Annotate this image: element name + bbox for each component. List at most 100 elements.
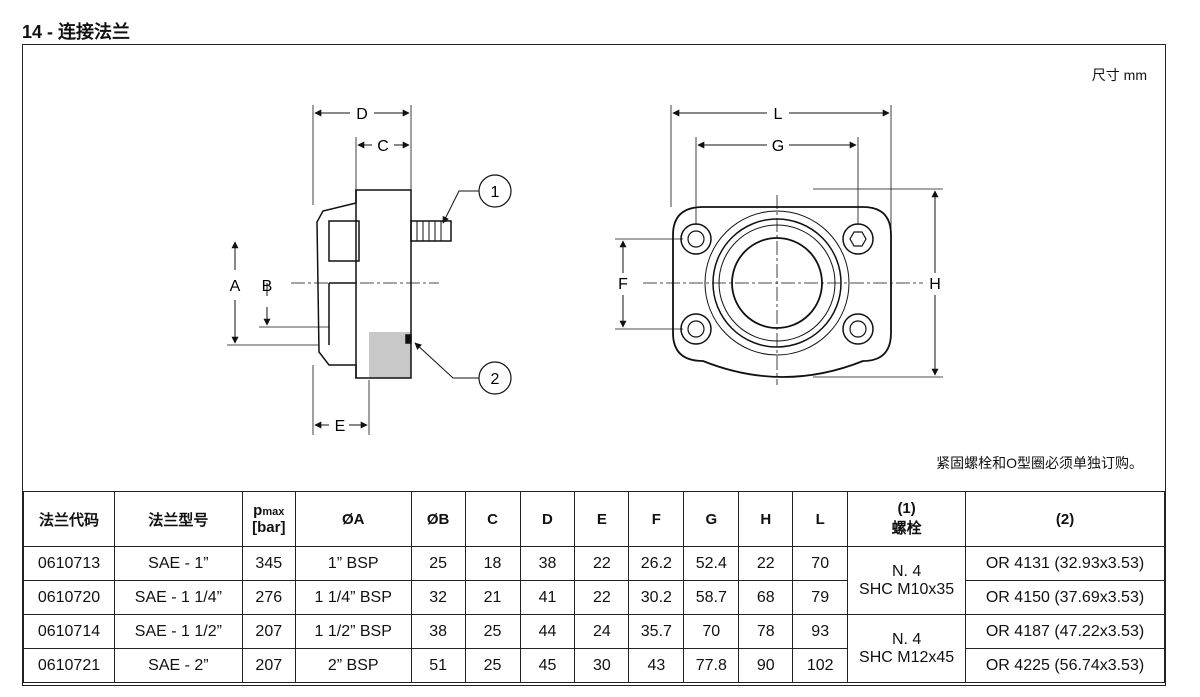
callout-2-label: 2 bbox=[491, 371, 500, 388]
header-oring: (2) bbox=[965, 491, 1165, 547]
header-l: L bbox=[792, 491, 849, 547]
figure-frame: 尺寸 mm bbox=[22, 44, 1166, 686]
cell-l: 93 bbox=[792, 614, 849, 649]
pmax-symbol: p bbox=[253, 502, 263, 519]
cell-oa: 2” BSP bbox=[294, 648, 412, 683]
header-code: 法兰代码 bbox=[23, 491, 115, 547]
cell-code: 0610721 bbox=[23, 648, 115, 683]
pmax-unit: [bar] bbox=[252, 519, 286, 536]
cell-h: 78 bbox=[738, 614, 794, 649]
cell-c: 21 bbox=[464, 580, 521, 615]
cell-g: 70 bbox=[683, 614, 740, 649]
dim-label-G: G bbox=[772, 138, 784, 155]
header-h: H bbox=[738, 491, 794, 547]
cell-oring: OR 4150 (37.69x3.53) bbox=[965, 580, 1165, 615]
header-e: E bbox=[574, 491, 630, 547]
bolt-hole-bottom-left bbox=[680, 313, 712, 345]
header-pmax: pmax [bar] bbox=[241, 491, 296, 547]
header-bolts: (1) 螺栓 bbox=[847, 491, 967, 547]
dim-label-C: C bbox=[377, 138, 389, 155]
cell-l: 70 bbox=[792, 546, 849, 581]
dim-label-A: A bbox=[230, 278, 241, 295]
flange-spec-table: 法兰代码 法兰型号 pmax [bar] ØA ØB C D E F G H L… bbox=[23, 491, 1165, 683]
flange-body-outline bbox=[316, 189, 412, 379]
cell-d: 41 bbox=[519, 580, 576, 615]
table-row: 0610714 SAE - 1 1/2” 207 1 1/2” BSP 38 2… bbox=[23, 614, 1165, 683]
cell-oring: OR 4225 (56.74x3.53) bbox=[965, 648, 1165, 683]
bolt-pocket bbox=[328, 220, 360, 262]
dim-label-D: D bbox=[356, 106, 368, 123]
cell-g: 77.8 bbox=[683, 648, 740, 683]
bolt-shank bbox=[410, 220, 452, 242]
front-view bbox=[615, 105, 943, 385]
header-ob: ØB bbox=[410, 491, 466, 547]
cell-model: SAE - 1” bbox=[113, 546, 243, 581]
header-f: F bbox=[628, 491, 685, 547]
bolts-label: 螺栓 bbox=[891, 520, 922, 537]
technical-drawing: 尺寸 mm bbox=[23, 45, 1165, 491]
cell-c: 18 bbox=[464, 546, 521, 581]
cell-model: SAE - 1 1/4” bbox=[113, 580, 243, 615]
dim-label-L: L bbox=[774, 106, 783, 123]
bolt-hole-top-left bbox=[680, 223, 712, 255]
section-title: 连接法兰 bbox=[58, 22, 131, 42]
cell-e: 30 bbox=[574, 648, 630, 683]
cell-pmax: 207 bbox=[241, 614, 296, 649]
cell-oring: OR 4131 (32.93x3.53) bbox=[965, 546, 1165, 581]
side-view bbox=[227, 105, 512, 435]
cell-oa: 1 1/4” BSP bbox=[294, 580, 412, 615]
cell-f: 43 bbox=[628, 648, 685, 683]
section-heading: 14 - 连接法兰 bbox=[22, 18, 130, 44]
header-model: 法兰型号 bbox=[113, 491, 243, 547]
cell-f: 26.2 bbox=[628, 546, 685, 581]
cell-f: 35.7 bbox=[628, 614, 685, 649]
cell-oa: 1” BSP bbox=[294, 546, 412, 581]
oring-groove-area bbox=[369, 332, 411, 378]
cell-g: 52.4 bbox=[683, 546, 740, 581]
unit-note: 尺寸 mm bbox=[1091, 67, 1147, 83]
cell-d: 38 bbox=[519, 546, 576, 581]
cell-e: 24 bbox=[574, 614, 630, 649]
table-header-row: 法兰代码 法兰型号 pmax [bar] ØA ØB C D E F G H L… bbox=[23, 491, 1165, 547]
bolt-count: N. 4 bbox=[891, 562, 922, 580]
cell-c: 25 bbox=[464, 614, 521, 649]
cell-e: 22 bbox=[574, 546, 630, 581]
cell-c: 25 bbox=[464, 648, 521, 683]
bolt-spec: SHC M12x45 bbox=[859, 648, 955, 666]
cell-pmax: 276 bbox=[241, 580, 296, 615]
header-oa: ØA bbox=[294, 491, 412, 547]
cell-h: 90 bbox=[738, 648, 794, 683]
cell-code: 0610714 bbox=[23, 614, 115, 649]
cell-code: 0610720 bbox=[23, 580, 115, 615]
cell-pmax: 345 bbox=[241, 546, 296, 581]
bolt-hole-top-right bbox=[842, 223, 874, 255]
table-row: 0610721 SAE - 2” 207 2” BSP 51 25 45 30 … bbox=[23, 648, 1165, 683]
cell-oring: OR 4187 (47.22x3.53) bbox=[965, 614, 1165, 649]
cell-bolts: N. 4 SHC M12x45 bbox=[847, 614, 967, 683]
flange-drawing-svg: D C A B E 1 2 bbox=[227, 105, 943, 435]
bolts-number: (1) bbox=[897, 500, 916, 517]
cell-model: SAE - 2” bbox=[113, 648, 243, 683]
cell-e: 22 bbox=[574, 580, 630, 615]
cell-ob: 25 bbox=[410, 546, 466, 581]
cell-oa: 1 1/2” BSP bbox=[294, 614, 412, 649]
cell-ob: 51 bbox=[410, 648, 466, 683]
cell-d: 44 bbox=[519, 614, 576, 649]
dim-label-B: B bbox=[262, 278, 273, 295]
cell-pmax: 207 bbox=[241, 648, 296, 683]
cell-g: 58.7 bbox=[683, 580, 740, 615]
callout-1-label: 1 bbox=[491, 184, 500, 201]
header-g: G bbox=[683, 491, 740, 547]
bolt-spec: SHC M10x35 bbox=[859, 580, 955, 598]
cell-bolts: N. 4 SHC M10x35 bbox=[847, 546, 967, 615]
cell-ob: 38 bbox=[410, 614, 466, 649]
bolt-count: N. 4 bbox=[891, 630, 922, 648]
header-c: C bbox=[464, 491, 521, 547]
cell-l: 102 bbox=[792, 648, 849, 683]
flange-outline bbox=[672, 206, 892, 378]
seal-marker bbox=[405, 334, 412, 344]
cell-l: 79 bbox=[792, 580, 849, 615]
outer-ring bbox=[704, 210, 850, 356]
dim-label-E: E bbox=[335, 418, 346, 435]
order-note: 紧固螺栓和O型圈必须单独订购。 bbox=[936, 455, 1143, 471]
